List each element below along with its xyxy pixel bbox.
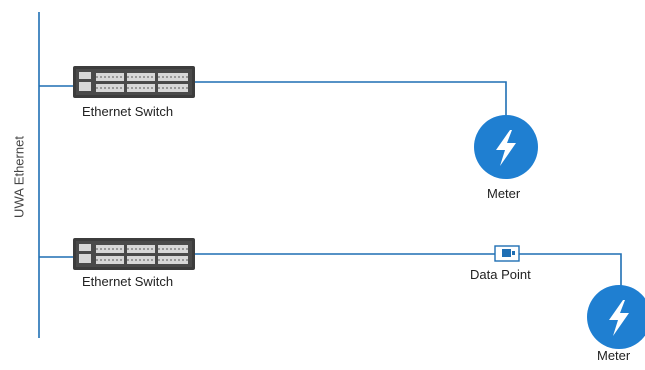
meter-icon — [587, 285, 645, 349]
lightning-bolt-icon — [496, 130, 516, 166]
lightning-bolt-icon — [609, 300, 629, 336]
meter-1-label: Meter — [487, 186, 521, 201]
data-point-label: Data Point — [470, 267, 531, 282]
meter-icon — [474, 115, 538, 179]
ethernet-switch-icon — [73, 66, 195, 98]
data-point-icon — [494, 245, 520, 262]
ethernet-switch-icon — [73, 238, 195, 270]
link-datapoint-meter2 — [518, 253, 622, 288]
meter-2-label: Meter — [597, 348, 631, 363]
switch-2-label: Ethernet Switch — [82, 274, 174, 289]
switch-1-label: Ethernet Switch — [82, 104, 174, 119]
link-switch1-meter1 — [176, 81, 507, 116]
backbone-label: UWA Ethernet — [11, 136, 27, 218]
